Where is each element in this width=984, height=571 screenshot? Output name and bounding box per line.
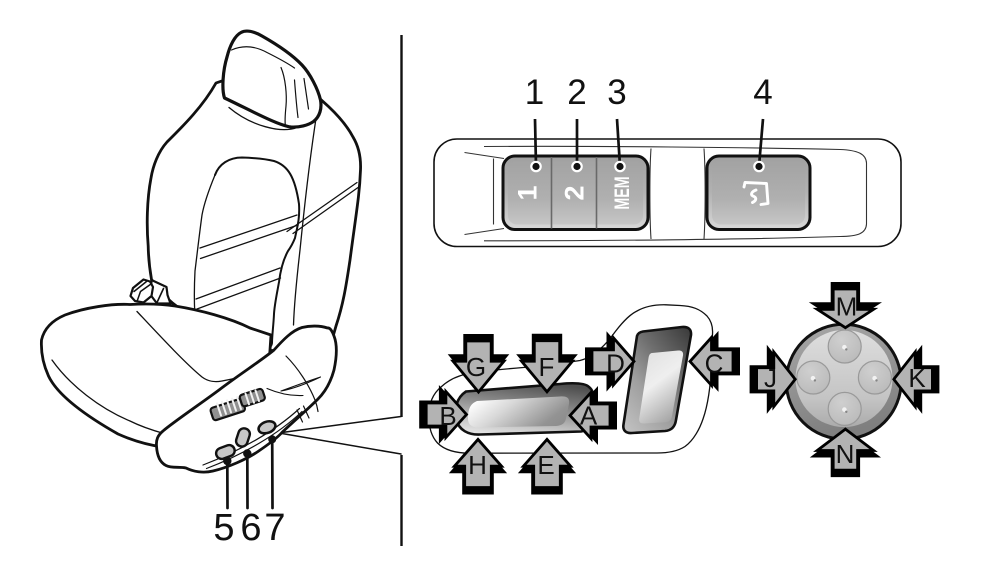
svg-text:F: F	[539, 352, 555, 382]
svg-text:3: 3	[607, 73, 626, 112]
svg-text:G: G	[466, 352, 486, 382]
svg-text:7: 7	[264, 507, 285, 549]
svg-text:B: B	[439, 401, 456, 431]
svg-text:MEM: MEM	[610, 176, 633, 209]
svg-text:C: C	[705, 349, 724, 379]
svg-text:M: M	[836, 292, 858, 322]
svg-text:J: J	[764, 363, 777, 393]
svg-text:4: 4	[753, 73, 772, 112]
svg-text:5: 5	[213, 507, 234, 549]
svg-text:E: E	[537, 450, 554, 480]
svg-text:A: A	[580, 401, 598, 431]
svg-text:H: H	[468, 450, 487, 480]
svg-text:D: D	[606, 349, 625, 379]
svg-text:2: 2	[560, 185, 590, 200]
svg-text:6: 6	[240, 507, 261, 549]
svg-text:1: 1	[525, 73, 544, 112]
svg-text:1: 1	[513, 185, 543, 200]
svg-text:N: N	[836, 439, 855, 469]
svg-text:2: 2	[567, 73, 586, 112]
svg-text:K: K	[908, 363, 926, 393]
